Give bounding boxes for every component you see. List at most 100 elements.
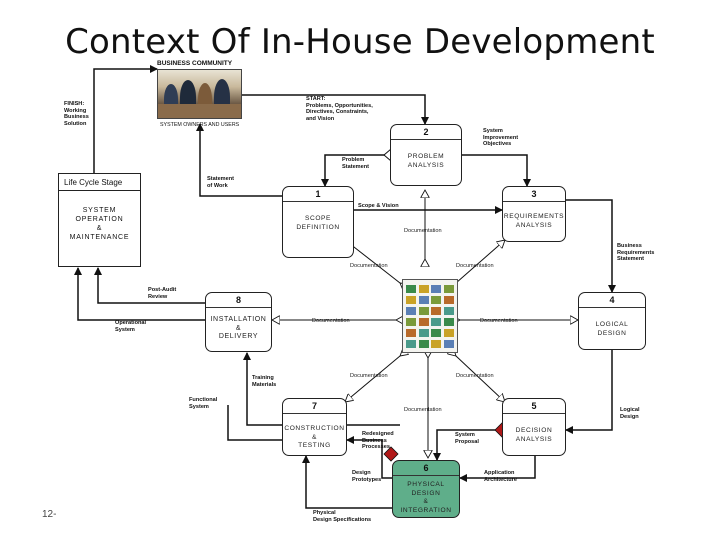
repository-cell	[431, 307, 441, 315]
repository-cell	[443, 318, 454, 326]
repository-cell	[406, 285, 416, 293]
functional-system-label: Functional System	[189, 397, 218, 410]
phase-number: 2	[423, 127, 429, 137]
repository-cell	[431, 318, 441, 326]
doc-link-3	[456, 240, 505, 283]
phase-box-7: 7 CONSTRUCTION & TESTING	[282, 398, 347, 456]
statement-of-work-label: Statement of Work	[207, 176, 235, 189]
repository-cell	[431, 329, 441, 337]
arrow-training	[243, 352, 282, 426]
application-architecture-label: Application Architecture	[484, 470, 517, 483]
physical-design-spec-label: Physical Design Specifications	[313, 510, 372, 523]
doc-link-1	[345, 240, 400, 283]
repository-cell	[406, 307, 416, 315]
redesigned-processes-label: Redesigned Business Processes	[362, 431, 394, 450]
post-audit-label: Post-Audit Review	[148, 287, 177, 300]
phase-label: INSTALLATION & DELIVERY	[210, 316, 267, 340]
training-materials-label: Training Materials	[252, 375, 277, 388]
phase-label: REQUIREMENTS ANALYSIS	[503, 213, 565, 229]
repository-cell	[431, 285, 441, 293]
arrow-post-audit	[94, 267, 205, 304]
phase-box-8: 8 INSTALLATION & DELIVERY	[205, 292, 272, 352]
repository-cell	[418, 329, 429, 337]
repository-icon	[402, 279, 458, 353]
repository-cell	[418, 340, 429, 348]
repository-cell	[443, 307, 454, 315]
repository-cell	[443, 296, 454, 304]
phase-box-2: 2 PROBLEM ANALYSIS	[390, 124, 462, 186]
arrow-logical-design	[565, 350, 613, 434]
system-improvement-objectives-label: System Improvement Objectives	[483, 128, 519, 147]
life-cycle-stage-header: Life Cycle Stage	[59, 174, 140, 191]
doc-link-7	[345, 356, 400, 402]
documentation-label: Documentation	[456, 373, 494, 379]
logical-design-label: Logical Design	[620, 407, 640, 420]
arrow-operational	[74, 267, 205, 321]
phase-box-1: 1 SCOPE DEFINITION	[282, 186, 354, 258]
documentation-label: Documentation	[480, 318, 518, 324]
life-cycle-stage-body: SYSTEM OPERATION & MAINTENANCE	[69, 207, 130, 241]
phase-label: PHYSICAL DESIGN & INTEGRATION	[400, 481, 452, 514]
repository-cell	[443, 340, 454, 348]
system-proposal-label: System Proposal	[455, 432, 479, 445]
arrow-brs	[566, 199, 616, 293]
phase-number: 7	[311, 401, 317, 411]
business-community-photo	[157, 69, 242, 119]
slide-title: Context Of In-House Development	[65, 22, 655, 62]
arrow-finish	[93, 65, 158, 173]
repository-cell	[431, 340, 441, 348]
phase-number: 8	[235, 295, 241, 305]
finish-label: FINISH: Working Business Solution	[64, 101, 89, 127]
phase-label: PROBLEM ANALYSIS	[407, 153, 445, 169]
community-header: BUSINESS COMMUNITY	[157, 60, 233, 67]
documentation-label: Documentation	[456, 263, 494, 269]
phase-number: 5	[531, 401, 537, 411]
doc-link-5	[456, 356, 505, 402]
arrow-design-prototypes	[346, 436, 392, 479]
operational-system-label: Operational System	[115, 320, 147, 333]
repository-cell	[406, 296, 416, 304]
business-requirements-label: Business Requirements Statement	[617, 243, 655, 262]
repository-cell	[406, 318, 416, 326]
phase-label: CONSTRUCTION & TESTING	[284, 425, 345, 449]
arrow-sio	[462, 154, 531, 187]
repository-cell	[418, 307, 429, 315]
arrow-phys-spec	[302, 455, 392, 509]
life-cycle-stage-box: Life Cycle Stage SYSTEM OPERATION & MAIN…	[58, 173, 141, 267]
documentation-label: Documentation	[404, 228, 442, 234]
repository-cell	[418, 318, 429, 326]
phase-label: SCOPE DEFINITION	[296, 215, 340, 231]
start-label: START: Problems, Opportunities, Directiv…	[306, 96, 373, 122]
scope-vision-label: Scope & Vision	[358, 203, 399, 209]
design-prototypes-label: Design Prototypes	[352, 470, 382, 483]
phase-box-6: 6 PHYSICAL DESIGN & INTEGRATION	[392, 460, 460, 518]
phase-label: LOGICAL DESIGN	[595, 321, 629, 337]
phase-number: 1	[315, 189, 321, 199]
arrow-system-proposal	[433, 429, 502, 461]
documentation-label: Documentation	[312, 318, 350, 324]
repository-cell	[431, 296, 441, 304]
arrow-statement-of-work	[196, 123, 282, 197]
documentation-label: Documentation	[404, 407, 442, 413]
arrow-start	[240, 94, 429, 125]
phase-number: 4	[609, 295, 615, 305]
phase-number: 3	[531, 189, 537, 199]
phase-label: DECISION ANALYSIS	[515, 427, 553, 443]
arrow-problem-statement	[321, 154, 390, 187]
repository-cell	[443, 329, 454, 337]
documentation-label: Documentation	[350, 373, 388, 379]
repository-cell	[406, 329, 416, 337]
phase-box-5: 5 DECISION ANALYSIS	[502, 398, 566, 456]
arrow-functional	[227, 405, 282, 441]
repository-cell	[418, 285, 429, 293]
phase-box-4: 4 LOGICAL DESIGN	[578, 292, 646, 350]
documentation-label: Documentation	[350, 263, 388, 269]
problem-statement-label: Problem Statement	[342, 157, 370, 170]
diamond-physical	[383, 446, 399, 462]
repository-cell	[406, 340, 416, 348]
slide-number: 12-	[42, 509, 57, 520]
community-caption: SYSTEM OWNERS AND USERS	[160, 122, 240, 128]
repository-cell	[418, 296, 429, 304]
phase-box-3: 3 REQUIREMENTS ANALYSIS	[502, 186, 566, 242]
